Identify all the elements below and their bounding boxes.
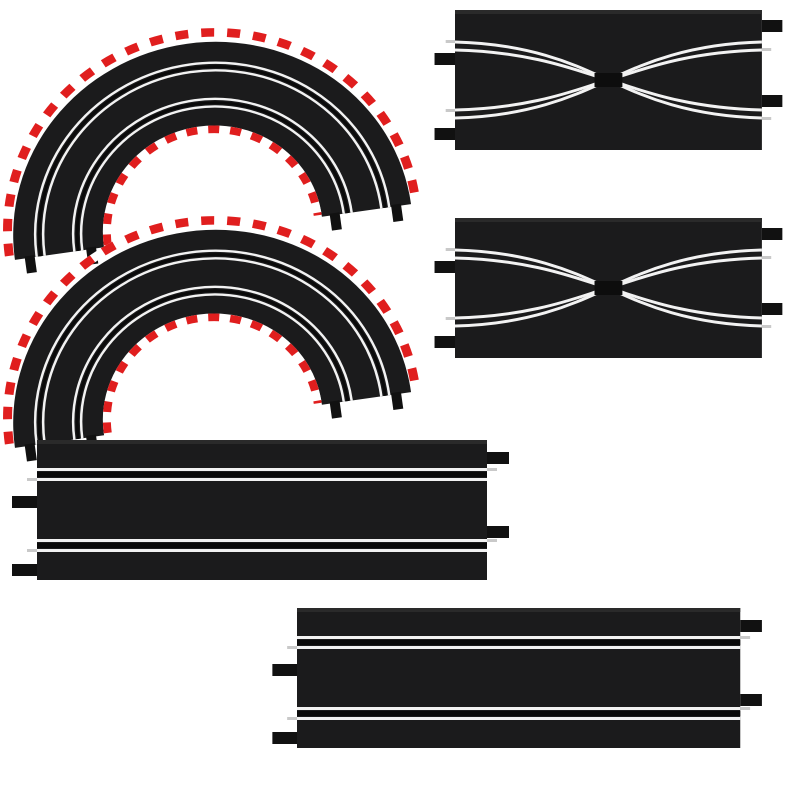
lane-change-track-piece-2: [433, 216, 784, 360]
straight-track-piece-2: [272, 608, 762, 748]
lane-change-track-piece-1: [433, 8, 784, 152]
straight-track-piece-1: [12, 440, 509, 580]
